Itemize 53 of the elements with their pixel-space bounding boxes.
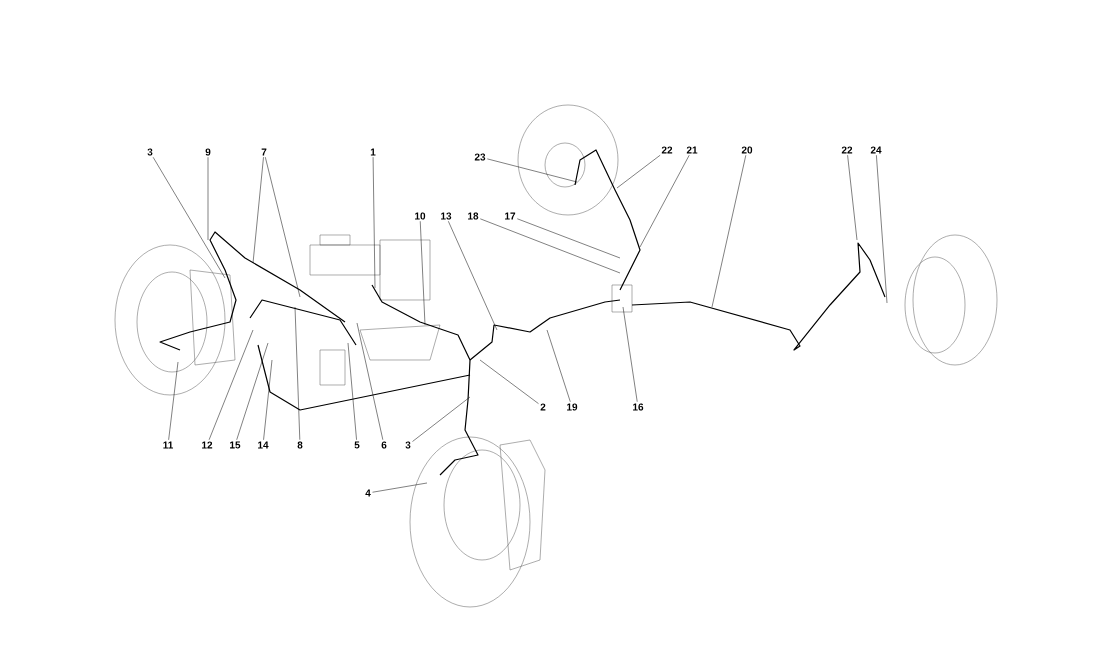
callout-number: 13	[441, 212, 452, 220]
callout-number: 10	[415, 212, 426, 220]
leader-line	[294, 306, 301, 440]
callout-number: 2	[540, 403, 546, 411]
callout-number: 22	[661, 146, 673, 154]
callout-number: 23	[474, 153, 486, 161]
leader-line	[168, 361, 179, 441]
callout-number: 6	[381, 441, 387, 449]
callout-number: 17	[505, 212, 516, 220]
callout-number: 19	[567, 403, 578, 411]
callout-number: 11	[163, 441, 173, 449]
leader-line	[616, 154, 661, 189]
leader-line	[372, 482, 428, 493]
callout-number: 7	[261, 148, 267, 156]
leader-line	[152, 157, 226, 279]
leader-line	[236, 342, 269, 441]
callout-number: 3	[405, 441, 411, 449]
callout-number: 24	[870, 146, 882, 154]
leader-line	[420, 221, 426, 326]
leader-line	[347, 342, 357, 441]
callout-number: 21	[686, 146, 698, 154]
callout-number: 5	[354, 441, 360, 449]
leader-line	[517, 218, 621, 259]
leader-line	[639, 154, 690, 248]
callout-number: 1	[370, 148, 376, 156]
callout-number: 20	[741, 146, 753, 154]
callout-number: 3	[147, 148, 153, 156]
leader-line	[372, 156, 376, 289]
leader-line	[479, 359, 539, 404]
leader-line	[711, 155, 747, 308]
leader-line	[252, 156, 264, 264]
leader-line	[847, 154, 858, 241]
leader-line	[265, 156, 301, 298]
leader-line	[480, 218, 621, 274]
callout-number: 16	[633, 403, 644, 411]
leader-line	[207, 157, 209, 241]
leader-line	[876, 154, 888, 304]
callout-number: 15	[230, 441, 241, 449]
callout-number: 18	[468, 212, 479, 220]
callout-number: 4	[365, 489, 371, 497]
leader-line	[412, 396, 471, 442]
leader-line	[487, 158, 578, 183]
leader-line	[448, 221, 498, 331]
callout-number: 9	[205, 148, 211, 156]
callout-number: 8	[297, 441, 303, 449]
leader-line	[356, 322, 384, 440]
leader-line	[622, 306, 638, 402]
leader-line	[208, 329, 254, 441]
callout-number: 22	[841, 146, 853, 154]
leader-line	[263, 359, 273, 441]
callout-number: 12	[202, 441, 213, 449]
leader-line	[546, 329, 571, 402]
callout-number: 14	[258, 441, 269, 449]
